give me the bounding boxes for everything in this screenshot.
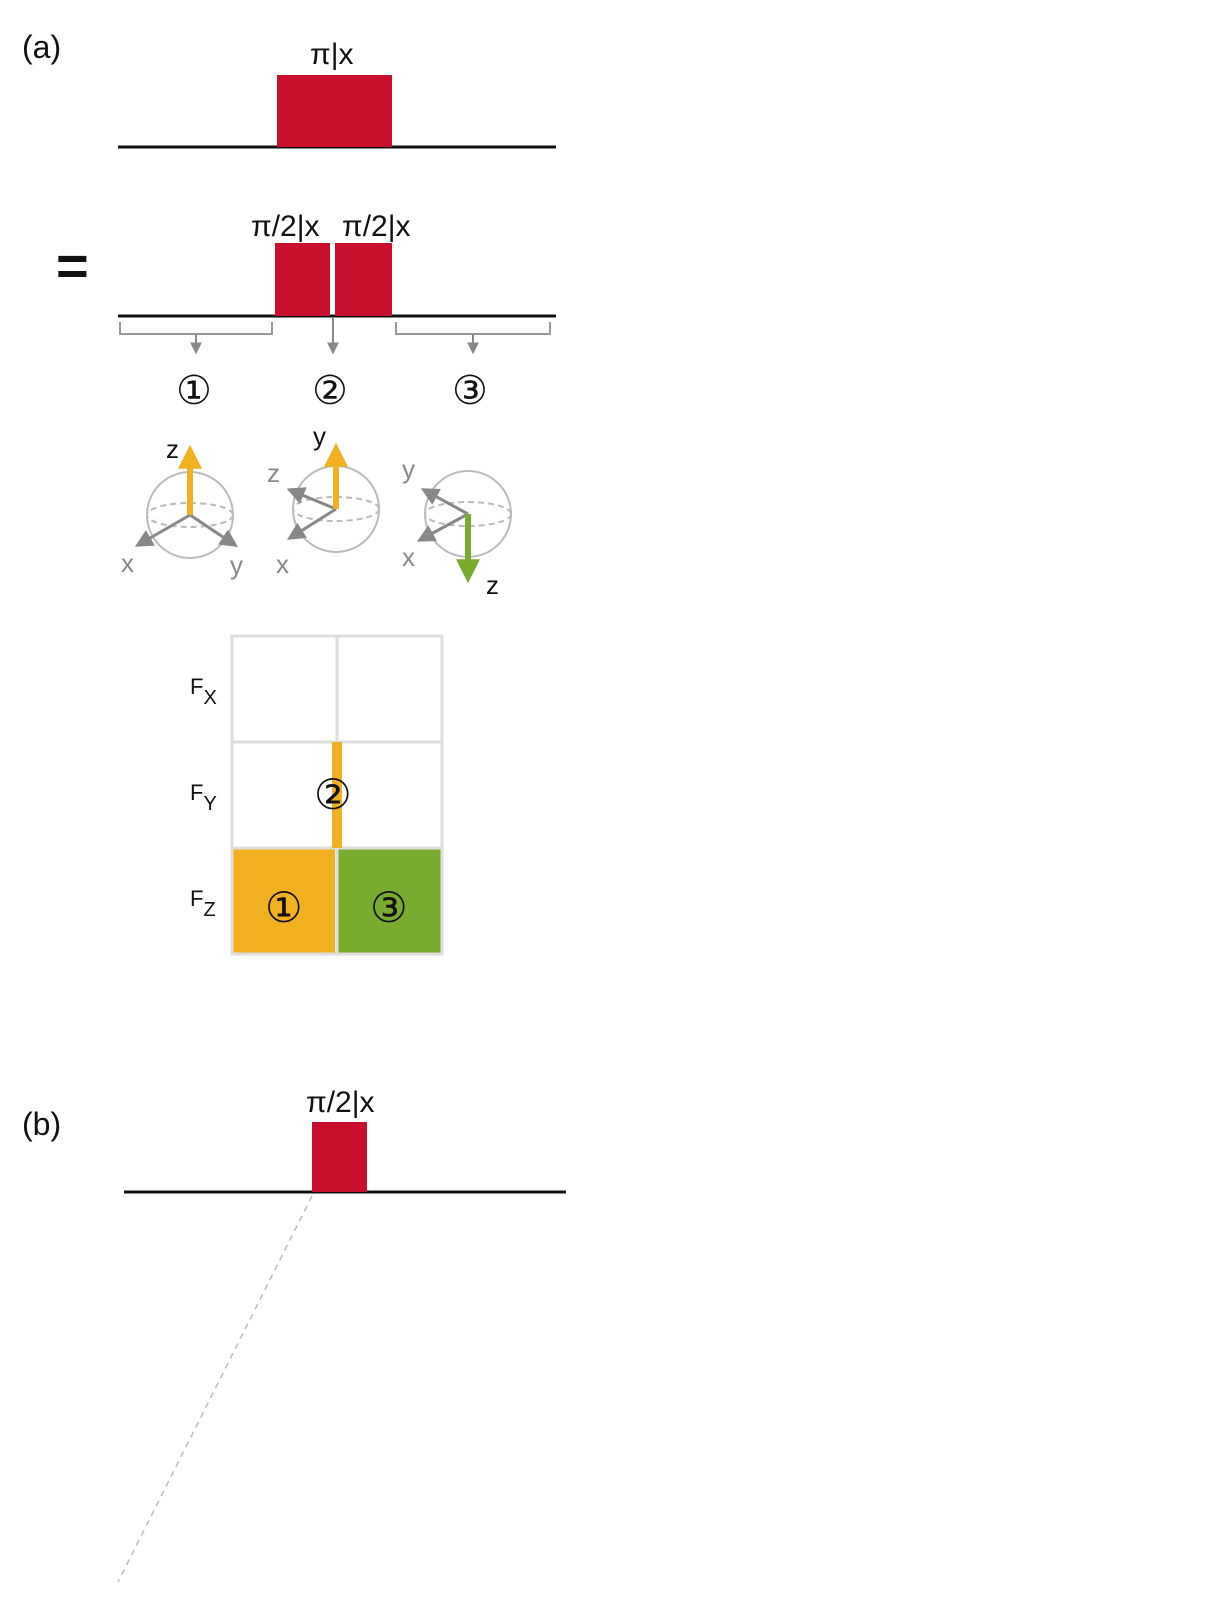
svg-text:FY: FY (190, 780, 217, 815)
bracket-step1 (119, 322, 273, 335)
svg-text:z: z (486, 570, 499, 600)
step1-label: ① (176, 368, 212, 414)
pulse-b-label: π/2|x (306, 1086, 375, 1119)
panel-b-tag: (b) (22, 1106, 61, 1142)
svg-text:y: y (313, 421, 326, 451)
step2-label: ② (312, 368, 348, 414)
pulse-half1-block (275, 243, 330, 316)
pulse-pi-block (277, 75, 392, 147)
svg-text:x: x (121, 548, 134, 578)
panel-b: (b) π/2|x (22, 1086, 566, 1583)
svg-text:x: x (276, 549, 289, 579)
sphere-a2: y z x (267, 421, 380, 579)
svg-text:z: z (166, 434, 179, 464)
frame-grid-a: ② ① ③ (230, 634, 444, 956)
svg-text:z: z (267, 458, 280, 488)
panel-a-tag: (a) (22, 29, 61, 65)
pulse-b-block (312, 1122, 367, 1192)
svg-text:y: y (230, 550, 243, 580)
bracket-step3 (395, 322, 551, 335)
equals-sign: = (56, 234, 89, 297)
svg-text:FZ: FZ (190, 886, 216, 921)
pulse-half2-block (335, 243, 392, 316)
pulse-pi-label: π|x (310, 38, 354, 71)
frame-row-labels: FX FY FZ (190, 674, 217, 921)
sphere-a1: z x y (121, 434, 243, 580)
sphere-a3: y x z (402, 454, 512, 600)
svg-text:③: ③ (370, 883, 408, 932)
svg-text:①: ① (265, 883, 303, 932)
pulse-half1-label: π/2|x (251, 210, 320, 243)
svg-text:FX: FX (190, 674, 217, 709)
pulse-half2-label: π/2|x (342, 210, 411, 243)
svg-text:y: y (402, 454, 415, 484)
step3-label: ③ (452, 368, 488, 414)
panel-a: (a) π|x = π/2|x π/2|x ① ② ③ z x y (22, 29, 556, 956)
svg-text:②: ② (314, 770, 352, 819)
svg-text:x: x (402, 542, 415, 572)
